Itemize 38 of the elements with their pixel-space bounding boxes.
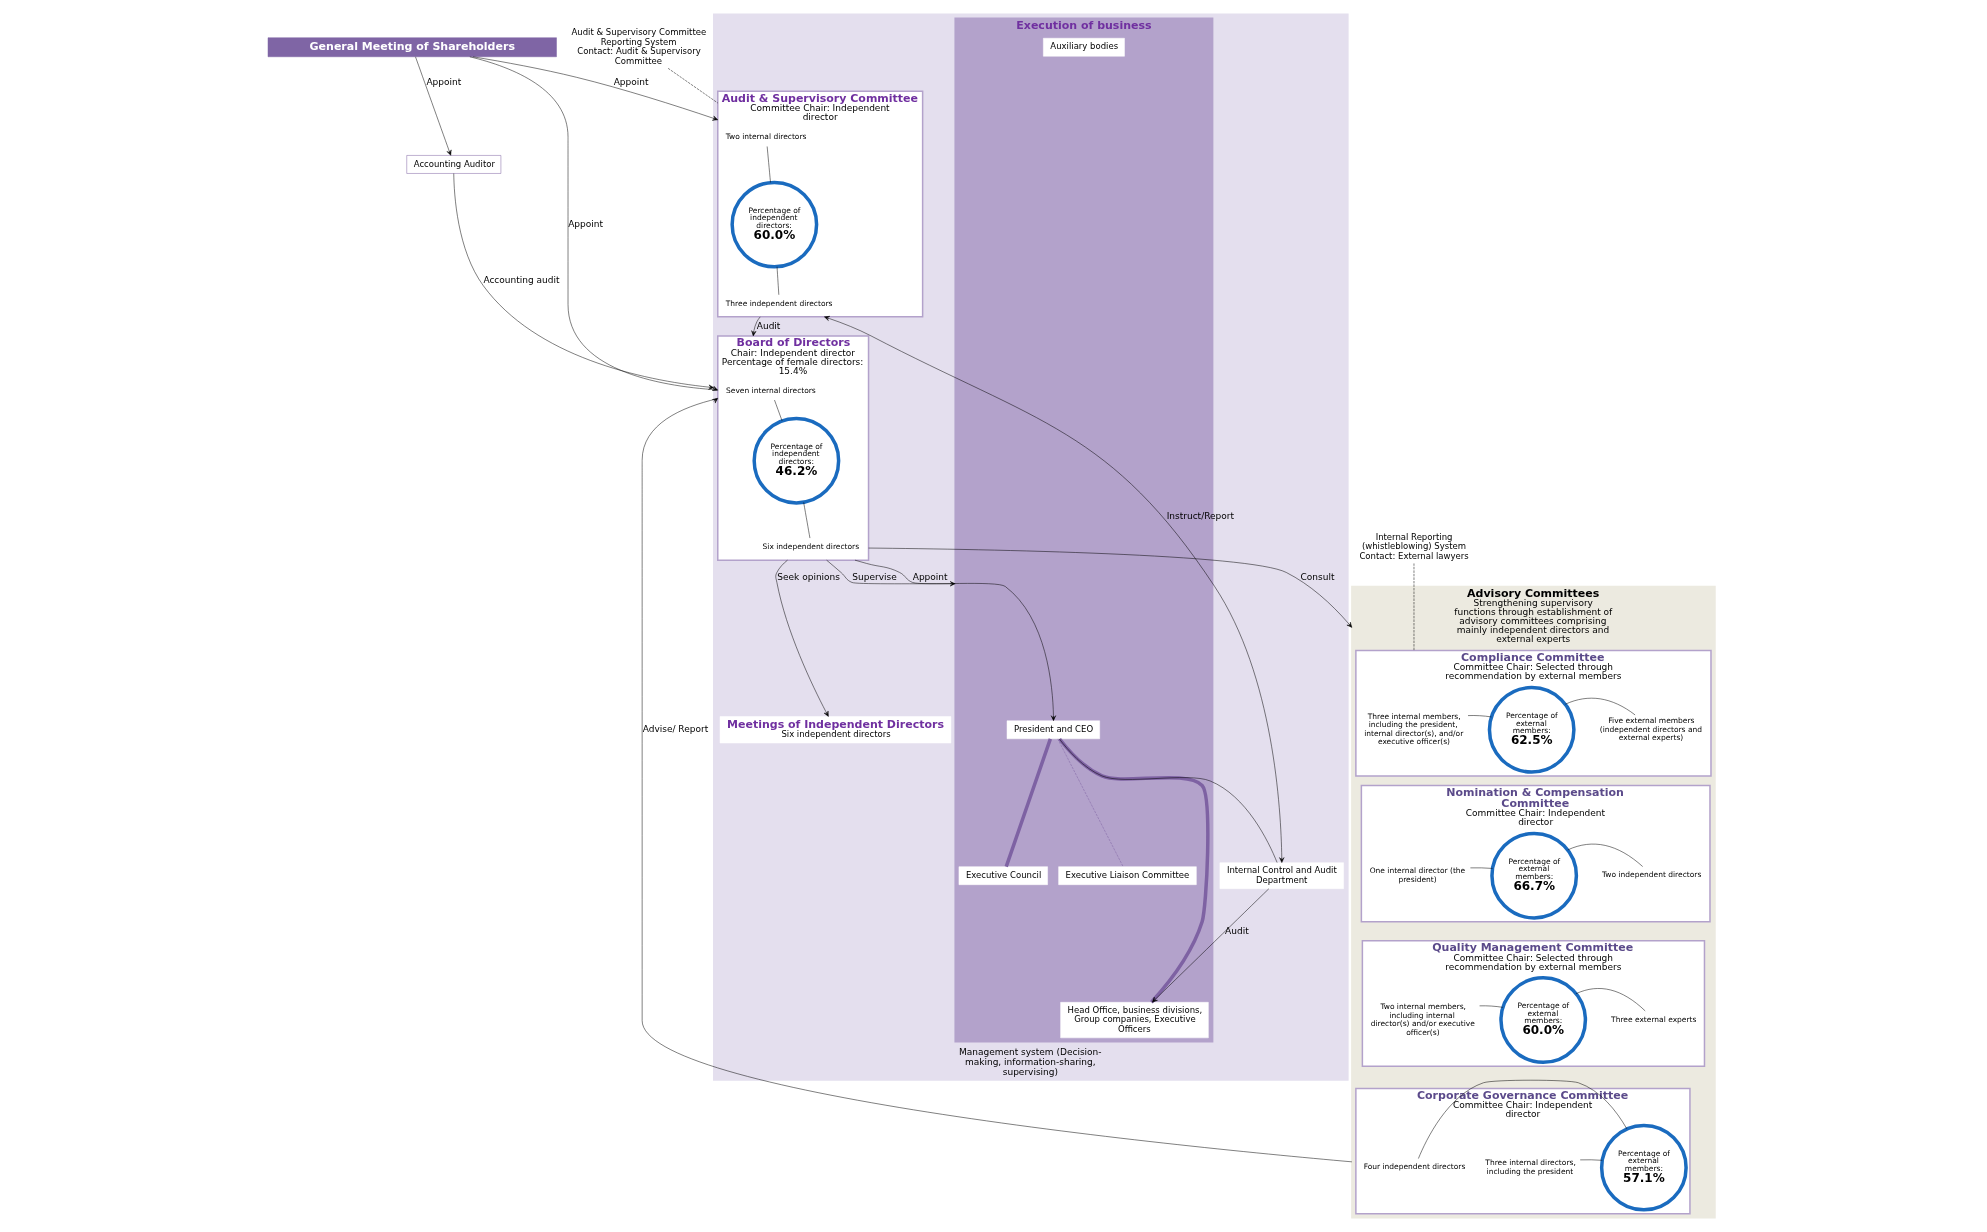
node-box: General Meeting of Shareholders bbox=[267, 37, 557, 57]
arrow bbox=[472, 56, 719, 121]
arrow bbox=[641, 398, 1353, 1163]
edge-label: Consult bbox=[1300, 571, 1335, 582]
arrow bbox=[1152, 888, 1270, 1003]
arrow bbox=[469, 56, 719, 391]
edge-label: Accounting audit bbox=[483, 275, 560, 285]
node-box: Meetings of Independent Directors Six independent directors bbox=[719, 716, 952, 744]
node-box: Auxiliary bodies bbox=[1043, 38, 1125, 57]
edge-label: Appoint bbox=[912, 571, 948, 582]
node-text: Internal Reporting (whistleblowing) System Contact: External lawyers bbox=[1359, 531, 1469, 561]
edge-label: Appoint bbox=[568, 218, 603, 229]
node-box: President and CEO bbox=[1006, 720, 1100, 740]
edge-label: Instruct/Report bbox=[1166, 511, 1235, 522]
arrow bbox=[826, 559, 956, 587]
edge-label: Supervise bbox=[852, 571, 897, 582]
node-text: Audit & Supervisory Committee Reporting System Contact: Audit & Supervisory Committee bbox=[571, 27, 707, 66]
node-box: Accounting Auditor bbox=[406, 155, 502, 174]
node-box: Internal Control and Audit Department bbox=[1219, 862, 1344, 889]
node-box: Head Office, business divisions, Group companies, Executive Officers bbox=[1060, 1002, 1209, 1039]
arrow bbox=[415, 56, 452, 156]
node-box: Executive Council bbox=[958, 866, 1048, 885]
edge-label: Audit bbox=[1225, 926, 1249, 937]
edge-label: Advise/ Report bbox=[642, 723, 709, 734]
edge-label: Appoint bbox=[613, 76, 649, 87]
connector bbox=[1004, 738, 1053, 868]
node-box: Executive Liaison Committee bbox=[1058, 866, 1197, 885]
edge-label: Audit bbox=[756, 321, 781, 332]
arrow bbox=[453, 173, 714, 390]
arrow bbox=[751, 316, 761, 337]
arrow bbox=[868, 547, 1353, 628]
connector bbox=[1059, 738, 1278, 863]
edge-label: Appoint bbox=[426, 76, 462, 87]
arrow bbox=[824, 316, 1285, 863]
edge-label: Seek opinions bbox=[777, 571, 841, 582]
arrow bbox=[854, 559, 1056, 721]
connector bbox=[1057, 738, 1124, 867]
arrow bbox=[775, 559, 829, 717]
